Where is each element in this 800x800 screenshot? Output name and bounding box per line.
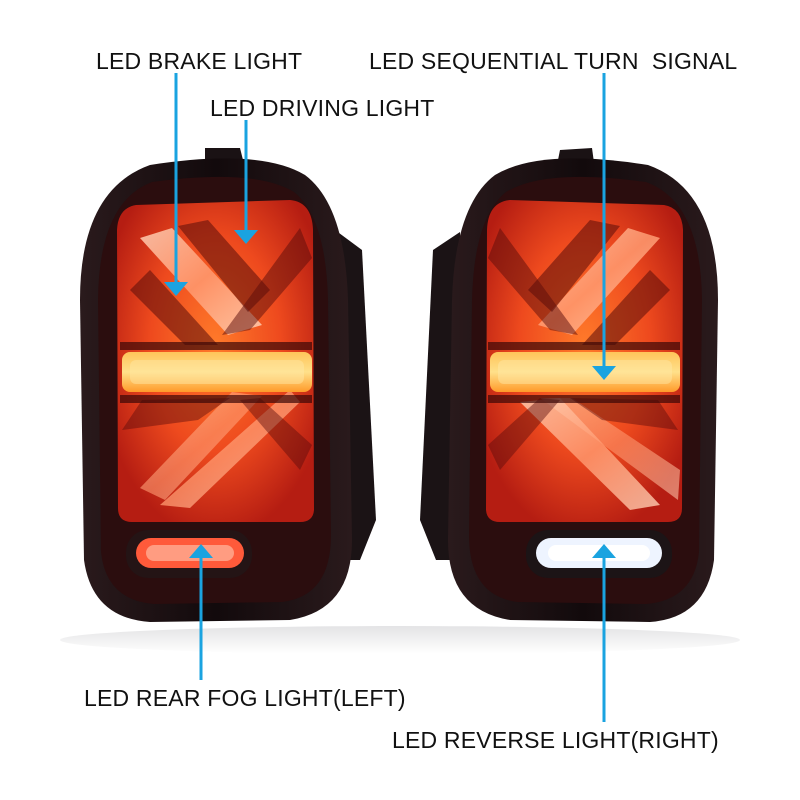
driving-light-label: LED DRIVING LIGHT: [210, 95, 435, 121]
left-tail-light: [80, 148, 376, 622]
left-driving-bar: [122, 352, 312, 392]
leader-lines: [174, 73, 606, 722]
left-union-jack: [120, 220, 312, 508]
leader-arrowheads: [164, 230, 616, 558]
rear-fog-light-label: LED REAR FOG LIGHT(LEFT): [84, 685, 406, 711]
brake-arrowhead: [164, 282, 188, 296]
floor-shadow: [60, 626, 740, 654]
brake-light-label: LED BRAKE LIGHT: [96, 48, 303, 74]
turn-signal-label: LED SEQUENTIAL TURN SIGNAL: [369, 48, 738, 74]
driving-arrowhead: [234, 230, 258, 244]
fog-arrowhead: [189, 544, 213, 558]
right-turn-signal-bar: [490, 352, 680, 392]
reverse-light-label: LED REVERSE LIGHT(RIGHT): [392, 727, 719, 753]
reverse-arrowhead: [592, 544, 616, 558]
right-tail-light: [420, 148, 718, 622]
turn-arrowhead: [592, 366, 616, 380]
